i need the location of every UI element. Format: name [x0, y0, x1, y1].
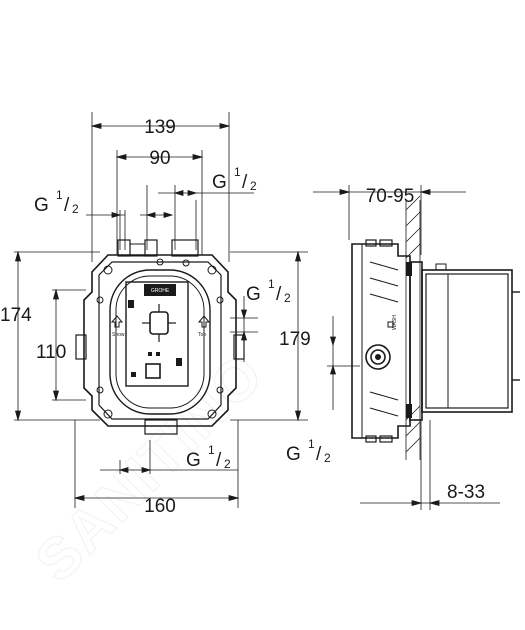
- front-view: GROHE Show Top 139 90 160 174 110 179: [0, 112, 311, 517]
- svg-text:2: 2: [284, 291, 291, 305]
- dim-width-base: 160: [144, 496, 176, 517]
- dim-height-right: 179: [279, 329, 311, 350]
- dim-height-overall: 174: [0, 305, 32, 326]
- thread-label-top-left: G 1 / 2: [34, 188, 79, 216]
- svg-text:2: 2: [324, 451, 331, 465]
- svg-text:G: G: [34, 195, 49, 216]
- installation-box-front: GROHE Show Top: [75, 239, 245, 435]
- svg-text:1: 1: [56, 188, 63, 202]
- dim-depth-range: 70-95: [366, 186, 415, 207]
- svg-text:2: 2: [250, 179, 257, 193]
- dim-width-inner: 90: [149, 148, 170, 169]
- thread-label-top-right: G 1 / 2: [212, 165, 257, 193]
- installation-box-side: WASH: [351, 239, 520, 443]
- dimension-lines-front: [14, 122, 302, 502]
- thread-label-bottom: G 1 / 2: [186, 443, 231, 471]
- dim-height-inner: 110: [36, 342, 66, 363]
- side-mark: WASH: [392, 315, 398, 330]
- dim-wall-range: 8-33: [447, 482, 485, 503]
- svg-text:/: /: [216, 450, 222, 471]
- svg-text:2: 2: [72, 202, 79, 216]
- svg-text:/: /: [316, 444, 322, 465]
- svg-text:1: 1: [208, 443, 215, 457]
- dimension-lines-side: [313, 188, 500, 507]
- svg-text:1: 1: [268, 277, 275, 291]
- extension-lines-side: [327, 185, 431, 510]
- svg-text:2: 2: [224, 457, 231, 471]
- thread-label-side: G 1 / 2: [286, 437, 331, 465]
- svg-text:1: 1: [234, 165, 241, 179]
- svg-text:G: G: [286, 444, 301, 465]
- svg-text:G: G: [212, 172, 227, 193]
- thread-label-right: G 1 / 2: [246, 277, 291, 305]
- mounting-lugs: [96, 258, 224, 419]
- svg-text:G: G: [246, 284, 261, 305]
- extension-lines-front: [14, 112, 308, 508]
- svg-text:G: G: [186, 450, 201, 471]
- brand-plate: GROHE: [151, 288, 170, 294]
- svg-text:/: /: [64, 195, 70, 216]
- side-view: WASH 70-95 8-33 G 1 / 2: [286, 185, 520, 510]
- label-show: Show: [112, 332, 125, 338]
- svg-text:/: /: [276, 284, 282, 305]
- label-top: Top: [198, 332, 206, 338]
- dim-width-overall: 139: [144, 117, 176, 138]
- svg-text:1: 1: [308, 437, 315, 451]
- svg-text:/: /: [242, 172, 248, 193]
